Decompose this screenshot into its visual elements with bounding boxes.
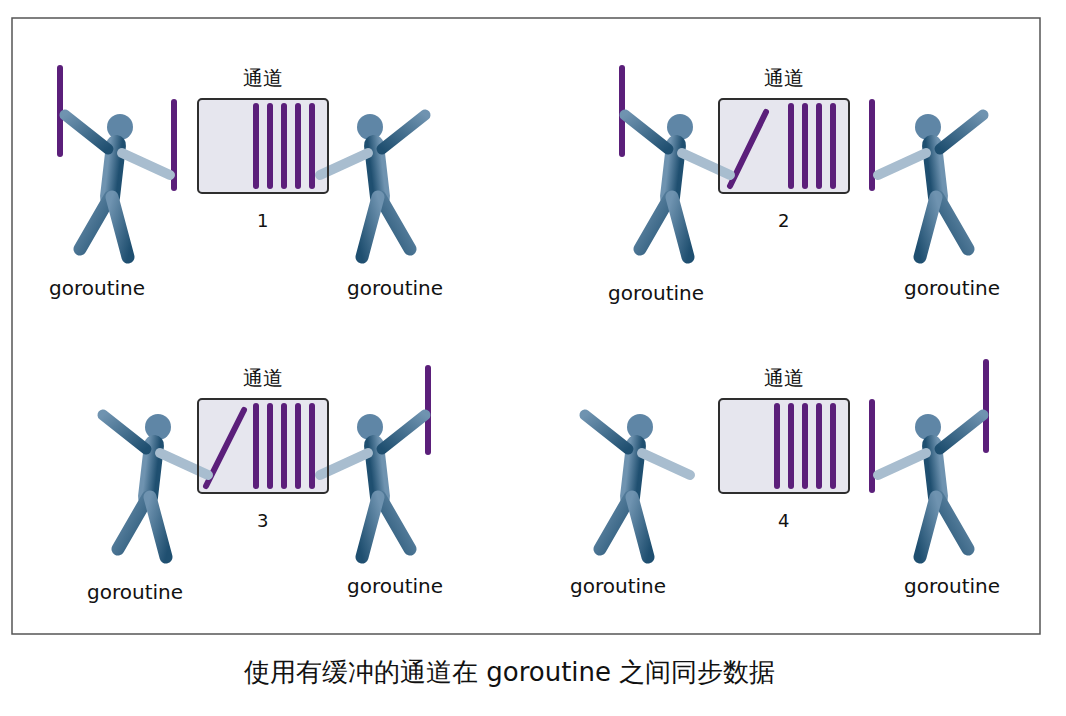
channel-fill	[197, 98, 850, 494]
callout-number: 1	[257, 210, 268, 231]
goroutine-label: goroutine	[49, 276, 145, 300]
callout-number: 2	[778, 210, 789, 231]
channel-box: 通道	[197, 98, 329, 194]
goroutine-label: goroutine	[87, 580, 183, 604]
channel-heading: 通道	[243, 65, 283, 92]
channel-box: 通道	[718, 398, 850, 494]
frame	[12, 18, 1040, 634]
channel-heading: 通道	[243, 365, 283, 392]
goroutine-label: goroutine	[904, 276, 1000, 300]
goroutine-label: goroutine	[347, 574, 443, 598]
goroutine-figures	[65, 114, 983, 557]
goroutine-label: goroutine	[347, 276, 443, 300]
caption: 使用有缓冲的通道在 goroutine 之间同步数据	[244, 655, 775, 690]
channel-heading: 通道	[764, 65, 804, 92]
goroutine-label: goroutine	[904, 574, 1000, 598]
goroutine-label: goroutine	[608, 281, 704, 305]
channel-box: 通道	[718, 98, 850, 194]
channel-heading: 通道	[764, 365, 804, 392]
goroutine-label: goroutine	[570, 574, 666, 598]
channel-box: 通道	[197, 398, 329, 494]
callout-number: 3	[257, 510, 268, 531]
callout-number: 4	[778, 510, 789, 531]
